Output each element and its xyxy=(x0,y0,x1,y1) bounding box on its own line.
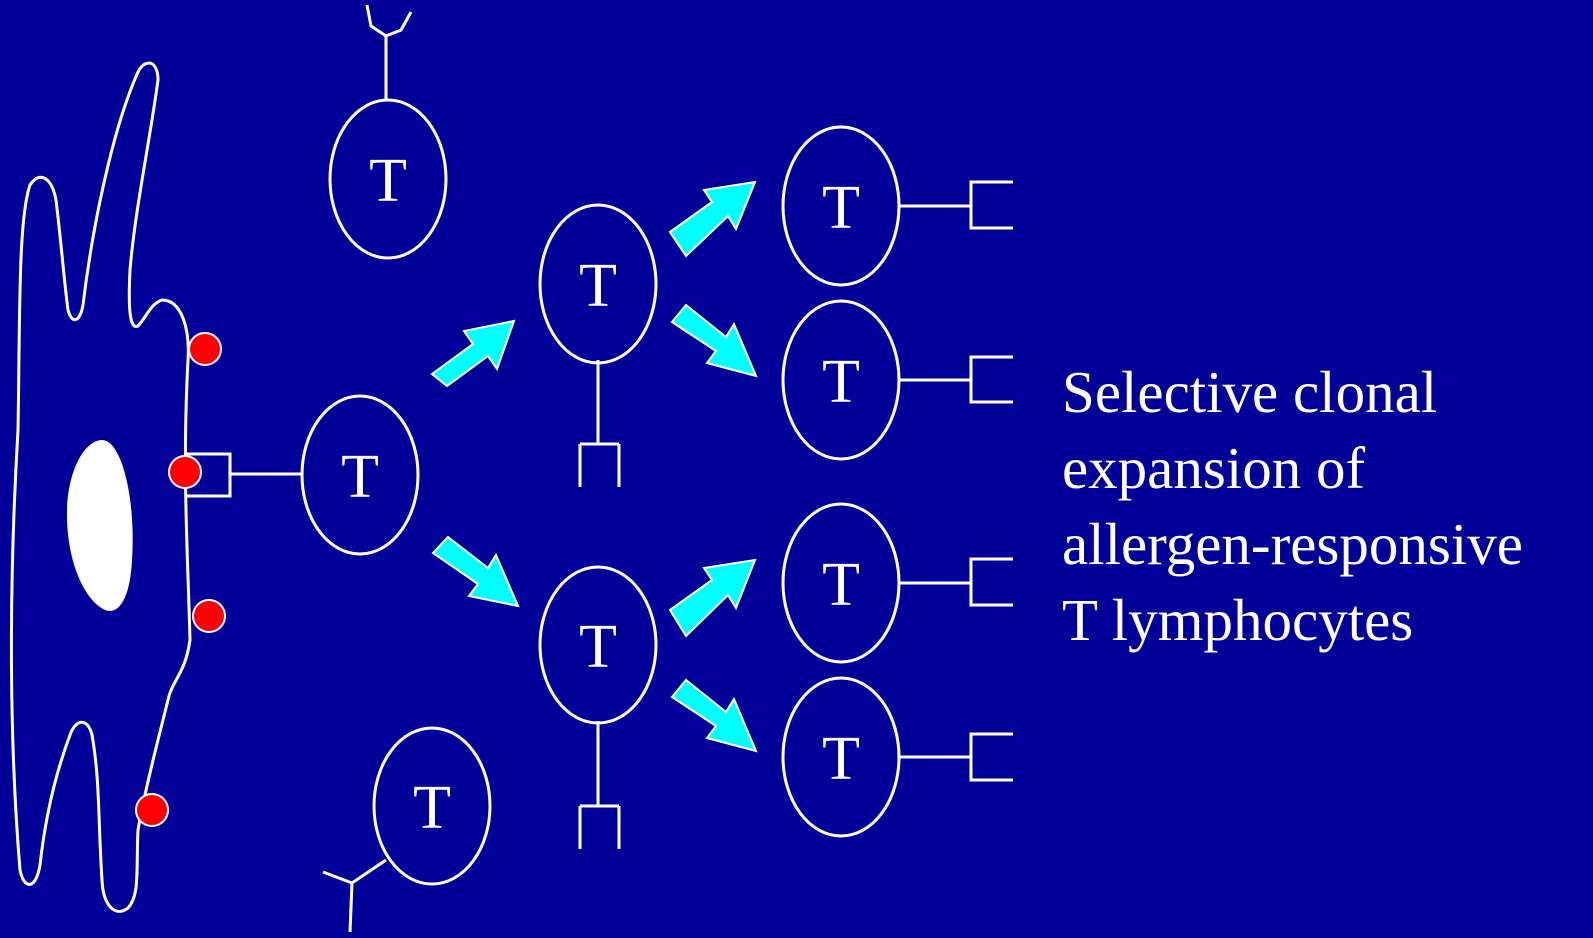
t-cell-label: T xyxy=(822,551,860,619)
antigen-presenting-cell xyxy=(9,61,232,913)
expansion-arrow xyxy=(431,535,520,608)
t-cell-gen3-3: T xyxy=(781,502,1013,664)
t-cell-label: T xyxy=(822,348,860,416)
t-cell-gen3-4: T xyxy=(781,676,1013,838)
expansion-arrow xyxy=(430,319,516,388)
caption-line: expansion of xyxy=(1062,435,1366,501)
t-cell-gen2-bottom: T xyxy=(538,565,658,849)
expansion-arrow xyxy=(668,180,757,258)
allergen-dot xyxy=(135,793,169,827)
t-cell-label: T xyxy=(822,174,860,242)
caption-line: Selective clonal xyxy=(1062,359,1438,425)
allergen-dot xyxy=(192,599,226,633)
t-cell-nonresponsive-bottom: T xyxy=(322,726,492,933)
t-cell-label: T xyxy=(341,443,379,511)
t-cell-label: T xyxy=(579,613,617,681)
t-cell-label: T xyxy=(413,774,451,842)
allergen-dot xyxy=(188,332,222,366)
caption-line: allergen-responsive xyxy=(1062,511,1523,577)
dendritic-cell-outline xyxy=(9,61,192,913)
t-cell-label: T xyxy=(369,147,407,215)
t-cell-gen3-2: T xyxy=(781,299,1013,461)
allergen-dot xyxy=(168,455,202,489)
t-cell-gen3-1: T xyxy=(781,125,1013,287)
nucleus xyxy=(66,440,133,611)
caption: Selective clonal expansion of allergen-r… xyxy=(1062,354,1523,658)
t-cell-bound: T xyxy=(230,394,420,556)
t-cell-label: T xyxy=(579,252,617,320)
t-cell-gen2-top: T xyxy=(538,203,658,487)
caption-line: T lymphocytes xyxy=(1062,587,1414,653)
expansion-arrow xyxy=(670,678,758,753)
t-cell-label: T xyxy=(822,725,860,793)
expansion-arrow xyxy=(670,303,758,378)
expansion-arrow xyxy=(668,558,757,638)
t-cell-nonresponsive-top: T xyxy=(328,4,448,260)
